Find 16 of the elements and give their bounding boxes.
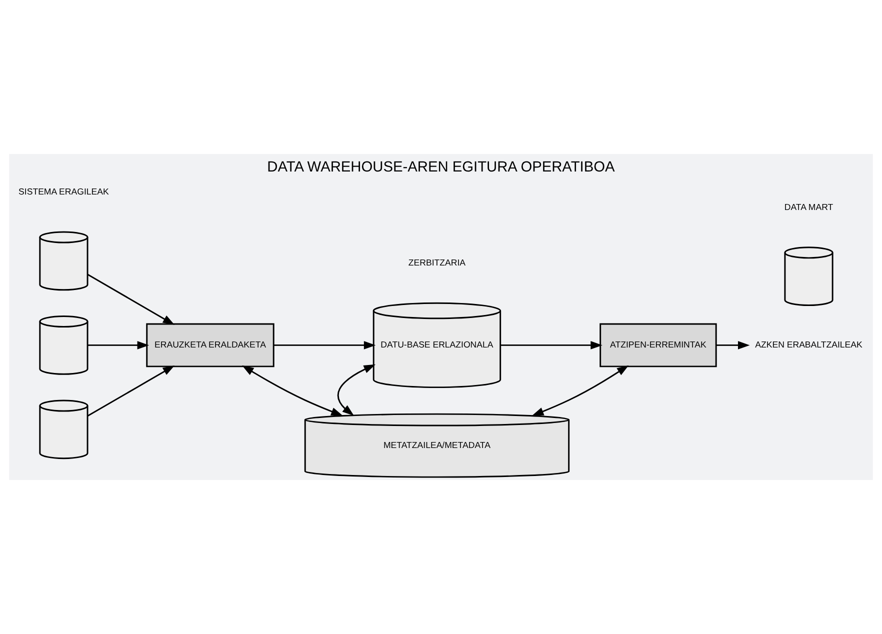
arrow [87, 365, 175, 417]
arrow [716, 341, 750, 350]
arrow [500, 341, 602, 350]
diagram-title: DATA WAREHOUSE-AREN EGITURA OPERATIBOA [267, 160, 615, 176]
arrow [88, 341, 150, 350]
arrow [337, 364, 376, 416]
node-text: AZKEN ERABALTZAILEAK [755, 339, 862, 350]
label: DATA MART [784, 202, 834, 212]
arrow [274, 341, 376, 350]
node-box: ATZIPEN-ERREMINTAK [600, 323, 717, 368]
arrow [87, 274, 175, 325]
arrow [242, 365, 343, 416]
node-box: ERAUZKETA ERALDAKETA [146, 323, 274, 368]
arrow [532, 365, 629, 416]
label: SISTEMA ERAGILEAK [18, 186, 109, 196]
label: ZERBITZARIA [408, 257, 466, 268]
